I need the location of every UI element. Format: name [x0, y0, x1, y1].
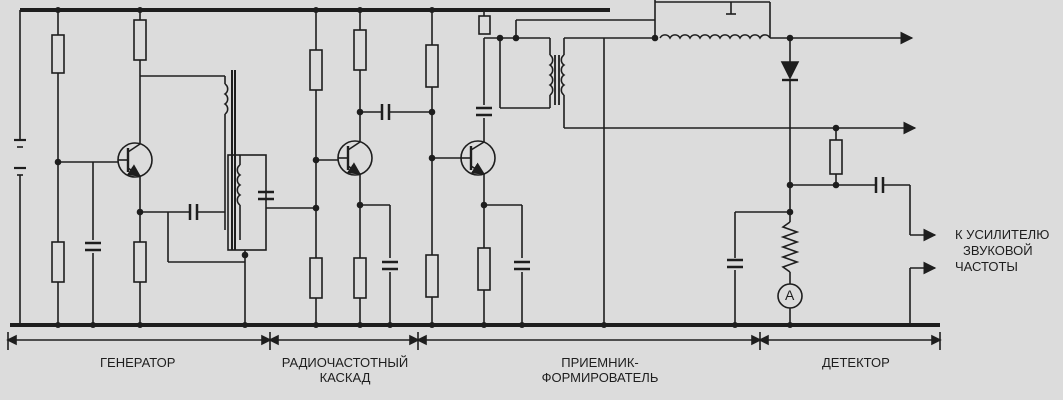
output-label-line3: ЧАСТОТЫ	[955, 259, 1018, 274]
capacitor-icon	[514, 260, 530, 271]
resistor-icon	[309, 257, 323, 299]
capacitor-icon	[258, 190, 274, 201]
resistor-icon	[51, 34, 65, 74]
output-label-line1: К УСИЛИТЕЛЮ	[955, 227, 1050, 242]
transformer-icon	[548, 37, 604, 129]
resistor-icon	[51, 241, 65, 283]
capacitor-icon	[727, 258, 743, 269]
section-label-rf-stage: РАДИОЧАСТОТНЫЙ КАСКАД	[270, 355, 420, 385]
section-divider	[6, 332, 942, 350]
transformer-icon	[223, 70, 242, 250]
capacitor-icon	[382, 260, 398, 271]
resistor-icon	[133, 241, 147, 283]
capacitor-icon	[380, 104, 391, 120]
section-label-generator: ГЕНЕРАТОР	[100, 355, 176, 370]
section-label-receiver-line2: ФОРМИРОВАТЕЛЬ	[541, 370, 659, 385]
resistor-icon	[133, 19, 147, 61]
inductor-icon	[780, 221, 800, 273]
capacitor-icon	[85, 241, 101, 252]
diode-icon	[780, 61, 800, 82]
resistor-icon	[478, 15, 491, 35]
capacitor-icon	[874, 177, 885, 193]
section-label-rf-stage-line1: РАДИОЧАСТОТНЫЙ	[281, 355, 409, 370]
section-label-receiver-line1: ПРИЕМНИК-	[561, 355, 639, 370]
section-label-receiver: ПРИЕМНИК- ФОРМИРОВАТЕЛЬ	[530, 355, 670, 385]
capacitor-icon	[476, 106, 492, 117]
transistor-icon	[337, 140, 373, 176]
inductor-icon	[654, 0, 771, 40]
capacitor-icon	[188, 204, 199, 220]
resistor-icon	[425, 44, 439, 88]
transistor-icon	[460, 140, 496, 176]
output-label-line2: ЗВУКОВОЙ	[963, 243, 1033, 258]
ammeter-label: A	[785, 287, 795, 303]
resistor-icon	[477, 247, 491, 291]
section-label-detector: ДЕТЕКТОР	[822, 355, 890, 370]
resistor-icon	[829, 139, 843, 175]
transistor-icon	[117, 142, 153, 178]
section-label-rf-stage-line2: КАСКАД	[319, 370, 371, 385]
resistor-icon	[425, 254, 439, 298]
resistor-icon	[309, 49, 323, 91]
resistor-icon	[353, 29, 367, 71]
resistor-icon	[353, 257, 367, 299]
battery-icon	[14, 10, 26, 325]
